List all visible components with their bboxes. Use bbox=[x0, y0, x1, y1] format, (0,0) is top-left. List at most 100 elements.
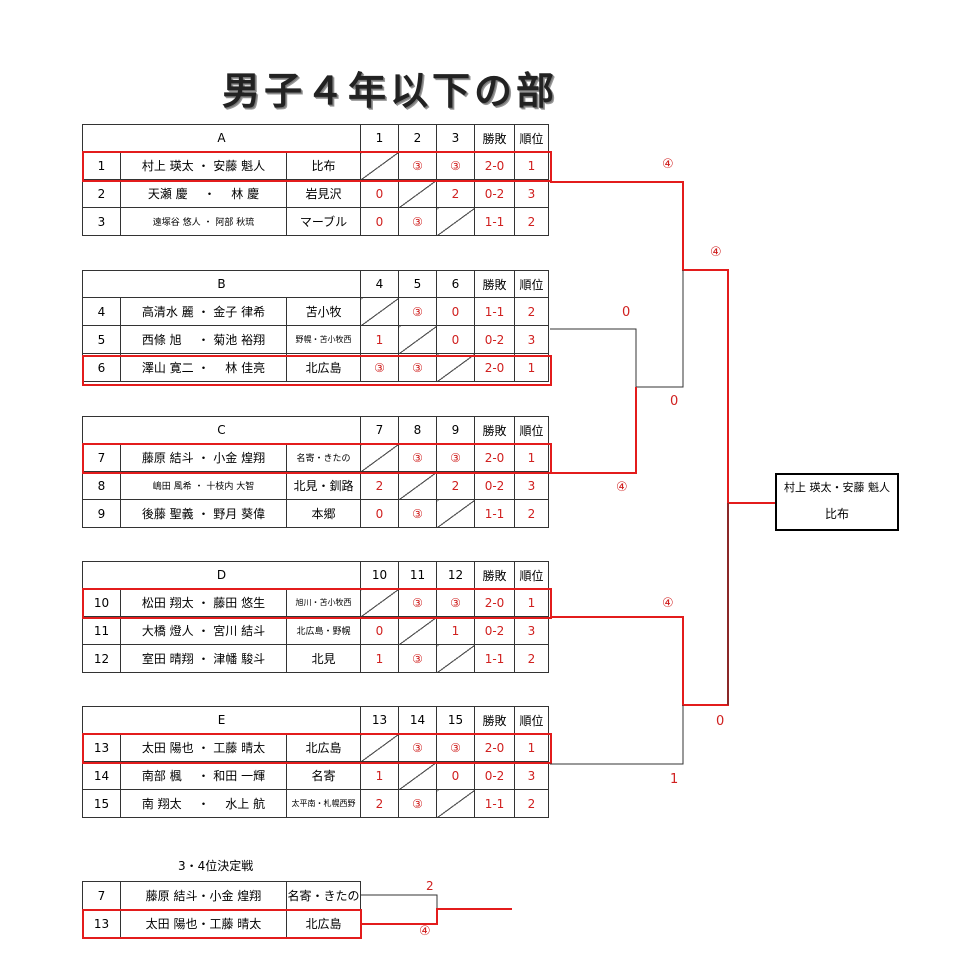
match-result: 0 bbox=[360, 616, 399, 645]
win-loss: 1-1 bbox=[474, 789, 515, 818]
win-loss: 1-1 bbox=[474, 297, 515, 326]
match-result: 0 bbox=[360, 207, 399, 236]
match-result bbox=[436, 353, 475, 382]
entry-names: 藤原 結斗 ・ 小金 煌翔 bbox=[120, 443, 287, 472]
third-place-row: 13 太田 陽也・工藤 晴太 北広島 bbox=[82, 909, 361, 938]
bracket-score-d: ④ bbox=[662, 596, 674, 611]
entry-names: 高清水 麗 ・ 金子 律希 bbox=[120, 297, 287, 326]
match-result bbox=[360, 443, 399, 472]
win-loss-header: 勝敗 bbox=[474, 561, 515, 589]
group-name: C bbox=[82, 416, 361, 444]
match-result bbox=[360, 733, 399, 762]
rank: 2 bbox=[514, 499, 549, 528]
bracket-score-ab-final: ④ bbox=[710, 245, 722, 260]
entry-number: 1 bbox=[82, 151, 121, 180]
entry-team: 岩見沢 bbox=[286, 179, 361, 208]
entry-team: 北広島 bbox=[286, 909, 361, 938]
rank-header: 順位 bbox=[514, 270, 549, 298]
entry-team: 苫小牧 bbox=[286, 297, 361, 326]
rank: 2 bbox=[514, 644, 549, 673]
entry-number: 14 bbox=[82, 761, 121, 790]
entry-number: 7 bbox=[82, 881, 121, 910]
rank: 3 bbox=[514, 325, 549, 354]
group-name: B bbox=[82, 270, 361, 298]
entry-names: 藤原 結斗・小金 煌翔 bbox=[120, 881, 287, 910]
rank: 3 bbox=[514, 471, 549, 500]
rank: 3 bbox=[514, 761, 549, 790]
entry-names: 松田 翔太 ・ 藤田 悠生 bbox=[120, 588, 287, 617]
rank-header: 順位 bbox=[514, 561, 549, 589]
rank: 2 bbox=[514, 789, 549, 818]
third-place-row: 7 藤原 結斗・小金 煌翔 名寄・きたの bbox=[82, 881, 361, 910]
col-header: 15 bbox=[436, 706, 475, 734]
win-loss: 1-1 bbox=[474, 499, 515, 528]
match-result: ③ bbox=[398, 499, 437, 528]
bracket-score-e: 1 bbox=[670, 772, 679, 787]
match-result bbox=[436, 644, 475, 673]
entry-number: 3 bbox=[82, 207, 121, 236]
entry-names: 遠塚谷 悠人 ・ 阿部 秋琉 bbox=[120, 207, 287, 236]
rank: 1 bbox=[514, 353, 549, 382]
entry-team: 北見 bbox=[286, 644, 361, 673]
bracket-score-a: ④ bbox=[662, 157, 674, 172]
match-result bbox=[398, 325, 437, 354]
group-name: D bbox=[82, 561, 361, 589]
match-result bbox=[360, 151, 399, 180]
group-name: A bbox=[82, 124, 361, 152]
rank-header: 順位 bbox=[514, 124, 549, 152]
entry-team: 本郷 bbox=[286, 499, 361, 528]
entry-names: 後藤 聖義 ・ 野月 葵偉 bbox=[120, 499, 287, 528]
match-result: ③ bbox=[398, 733, 437, 762]
win-loss: 2-0 bbox=[474, 353, 515, 382]
third-place-title: 3・4位決定戦 bbox=[178, 859, 254, 873]
win-loss-header: 勝敗 bbox=[474, 706, 515, 734]
match-result bbox=[436, 207, 475, 236]
entry-names: 南 翔太 ・ 水上 航 bbox=[120, 789, 287, 818]
col-header: 13 bbox=[360, 706, 399, 734]
match-result: ③ bbox=[398, 644, 437, 673]
entry-number: 12 bbox=[82, 644, 121, 673]
win-loss: 1-1 bbox=[474, 207, 515, 236]
bracket-score-b-final: 0 bbox=[670, 394, 679, 409]
entry-team: 北広島 bbox=[286, 353, 361, 382]
page-title: 男子４年以下の部 bbox=[222, 69, 559, 113]
rank-header: 順位 bbox=[514, 706, 549, 734]
entry-team: 野幌・苫小牧西 bbox=[286, 325, 361, 354]
win-loss: 1-1 bbox=[474, 644, 515, 673]
third-score-top: 2 bbox=[426, 879, 434, 893]
entry-names: 澤山 寛二 ・ 林 佳亮 bbox=[120, 353, 287, 382]
match-result bbox=[436, 789, 475, 818]
entry-team: 北見・釧路 bbox=[286, 471, 361, 500]
champion-team: 比布 bbox=[824, 507, 849, 521]
bracket-score-de-final: 0 bbox=[716, 714, 725, 729]
win-loss: 0-2 bbox=[474, 471, 515, 500]
entry-number: 15 bbox=[82, 789, 121, 818]
bracket-score-c: ④ bbox=[616, 480, 628, 495]
rank: 2 bbox=[514, 207, 549, 236]
win-loss: 2-0 bbox=[474, 151, 515, 180]
win-loss-header: 勝敗 bbox=[474, 270, 515, 298]
rank-header: 順位 bbox=[514, 416, 549, 444]
col-header: 8 bbox=[398, 416, 437, 444]
bracket-score-b: 0 bbox=[622, 305, 631, 320]
entry-team: 太平南・札幌西野 bbox=[286, 789, 361, 818]
rank: 2 bbox=[514, 297, 549, 326]
match-result: 1 bbox=[360, 644, 399, 673]
